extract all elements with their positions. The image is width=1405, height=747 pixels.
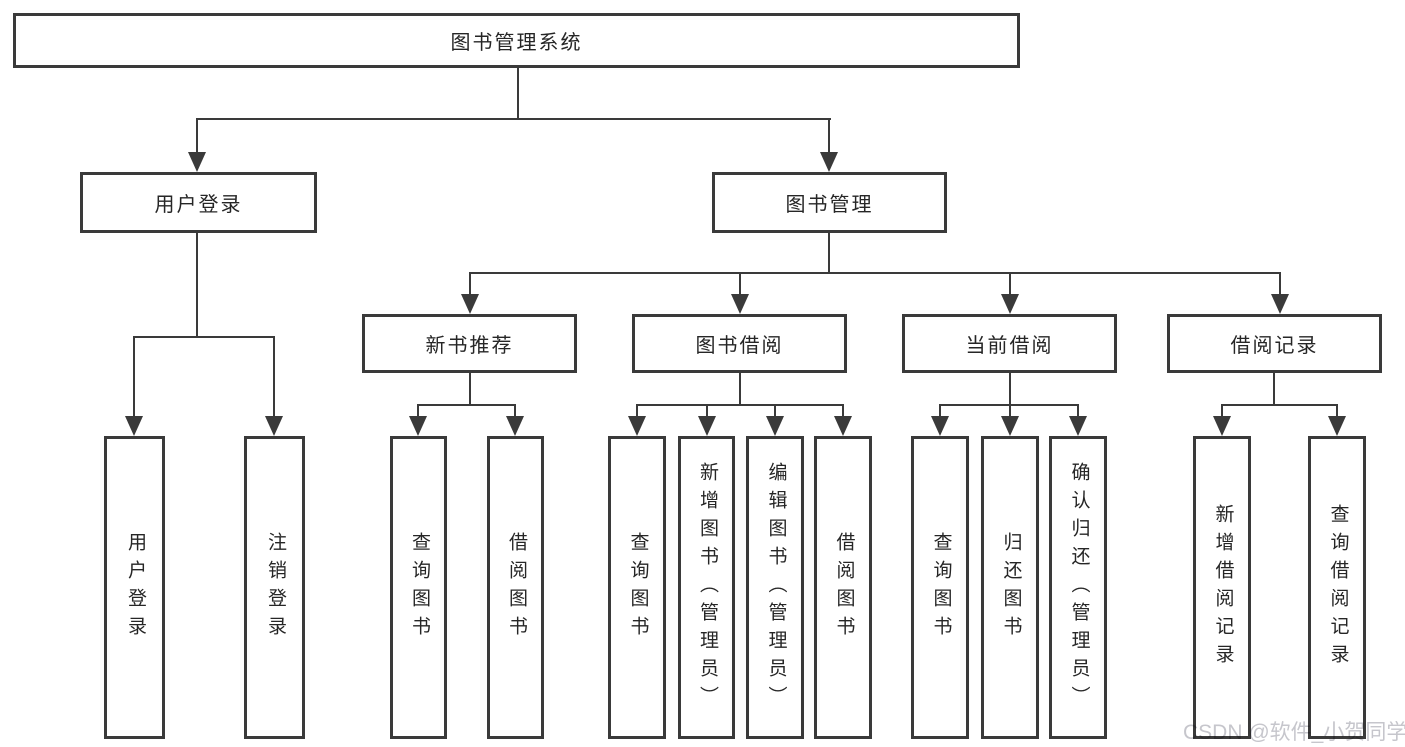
leaf-query-books-current-label: 查询图书 xyxy=(930,531,952,644)
arrowhead-down-icon xyxy=(125,416,143,436)
connector-vertical xyxy=(133,336,135,420)
leaf-add-book-admin-label: 新增图书（管理员） xyxy=(696,461,718,714)
connector-vertical xyxy=(1009,272,1011,298)
connector-vertical xyxy=(739,373,741,406)
leaf-borrow-books-recommend: 借阅图书 xyxy=(487,436,544,739)
arrowhead-down-icon xyxy=(409,416,427,436)
leaf-confirm-return-admin: 确认归还（管理员） xyxy=(1049,436,1107,739)
leaf-query-borrow-record-label: 查询借阅记录 xyxy=(1327,503,1349,672)
leaf-add-book-admin: 新增图书（管理员） xyxy=(678,436,735,739)
connector-vertical xyxy=(939,404,941,418)
connector-vertical xyxy=(636,404,638,418)
node-user-login-label: 用户登录 xyxy=(154,194,243,216)
connector-vertical xyxy=(517,68,519,120)
connector-vertical xyxy=(469,373,471,406)
arrowhead-down-icon xyxy=(1213,416,1231,436)
connector-horizontal xyxy=(636,404,844,406)
node-library-system: 图书管理系统 xyxy=(13,13,1020,68)
leaf-logout: 注销登录 xyxy=(244,436,305,739)
connector-vertical xyxy=(1221,404,1223,418)
connector-vertical xyxy=(514,404,516,418)
connector-vertical xyxy=(739,272,741,298)
arrowhead-down-icon xyxy=(931,416,949,436)
leaf-add-borrow-record-label: 新增借阅记录 xyxy=(1212,503,1234,672)
arrowhead-down-icon xyxy=(506,416,524,436)
connector-vertical xyxy=(273,336,275,420)
leaf-add-borrow-record: 新增借阅记录 xyxy=(1193,436,1251,739)
leaf-query-borrow-record: 查询借阅记录 xyxy=(1308,436,1366,739)
node-current-borrowing: 当前借阅 xyxy=(902,314,1117,373)
node-new-book-recommend: 新书推荐 xyxy=(362,314,577,373)
node-new-book-recommend-label: 新书推荐 xyxy=(425,335,514,357)
connector-horizontal xyxy=(133,336,275,338)
connector-vertical xyxy=(1336,404,1338,418)
leaf-borrow-books-borrowing: 借阅图书 xyxy=(814,436,872,739)
leaf-query-books-recommend-label: 查询图书 xyxy=(408,531,430,644)
connector-vertical xyxy=(1009,404,1011,418)
leaf-borrow-books-borrowing-label: 借阅图书 xyxy=(833,531,855,644)
connector-vertical xyxy=(842,404,844,418)
arrowhead-down-icon xyxy=(1271,294,1289,314)
connector-horizontal xyxy=(196,118,831,120)
connector-vertical xyxy=(469,272,471,298)
arrowhead-down-icon xyxy=(820,152,838,172)
arrowhead-down-icon xyxy=(1001,294,1019,314)
arrowhead-down-icon xyxy=(265,416,283,436)
leaf-user-login-label: 用户登录 xyxy=(124,531,146,644)
node-user-login: 用户登录 xyxy=(80,172,317,233)
connector-vertical xyxy=(828,118,830,158)
connector-horizontal xyxy=(469,272,1281,274)
leaf-return-books-label: 归还图书 xyxy=(1000,531,1022,644)
arrowhead-down-icon xyxy=(731,294,749,314)
leaf-user-login: 用户登录 xyxy=(104,436,165,739)
connector-horizontal xyxy=(1221,404,1337,406)
arrowhead-down-icon xyxy=(698,416,716,436)
arrowhead-down-icon xyxy=(834,416,852,436)
node-library-system-label: 图书管理系统 xyxy=(450,32,583,54)
connector-vertical xyxy=(706,404,708,418)
leaf-logout-label: 注销登录 xyxy=(264,531,286,644)
leaf-query-books-recommend: 查询图书 xyxy=(390,436,447,739)
arrowhead-down-icon xyxy=(188,152,206,172)
connector-vertical xyxy=(774,404,776,418)
connector-vertical xyxy=(1273,373,1275,406)
node-book-borrowing-label: 图书借阅 xyxy=(695,335,784,357)
connector-vertical xyxy=(196,118,198,158)
arrowhead-down-icon xyxy=(766,416,784,436)
node-borrow-records-label: 借阅记录 xyxy=(1230,335,1319,357)
leaf-edit-book-admin-label: 编辑图书（管理员） xyxy=(765,461,787,714)
leaf-confirm-return-admin-label: 确认归还（管理员） xyxy=(1068,461,1090,714)
connector-horizontal xyxy=(417,404,516,406)
arrowhead-down-icon xyxy=(461,294,479,314)
node-current-borrowing-label: 当前借阅 xyxy=(965,335,1054,357)
connector-vertical xyxy=(417,404,419,418)
connector-vertical xyxy=(828,233,830,274)
node-borrow-records: 借阅记录 xyxy=(1167,314,1382,373)
leaf-return-books: 归还图书 xyxy=(981,436,1039,739)
node-book-borrowing: 图书借阅 xyxy=(632,314,847,373)
leaf-query-books-borrowing: 查询图书 xyxy=(608,436,666,739)
connector-vertical xyxy=(1009,373,1011,406)
leaf-query-books-current: 查询图书 xyxy=(911,436,969,739)
leaf-borrow-books-recommend-label: 借阅图书 xyxy=(505,531,527,644)
leaf-edit-book-admin: 编辑图书（管理员） xyxy=(746,436,804,739)
arrowhead-down-icon xyxy=(1069,416,1087,436)
connector-vertical xyxy=(1077,404,1079,418)
connector-vertical xyxy=(1279,272,1281,298)
csdn-watermark: CSDN @软件_小贺同学 xyxy=(1183,721,1405,744)
node-book-management-label: 图书管理 xyxy=(785,194,874,216)
arrowhead-down-icon xyxy=(1001,416,1019,436)
connector-vertical xyxy=(196,233,198,338)
node-book-management: 图书管理 xyxy=(712,172,947,233)
leaf-query-books-borrowing-label: 查询图书 xyxy=(627,531,649,644)
arrowhead-down-icon xyxy=(1328,416,1346,436)
arrowhead-down-icon xyxy=(628,416,646,436)
